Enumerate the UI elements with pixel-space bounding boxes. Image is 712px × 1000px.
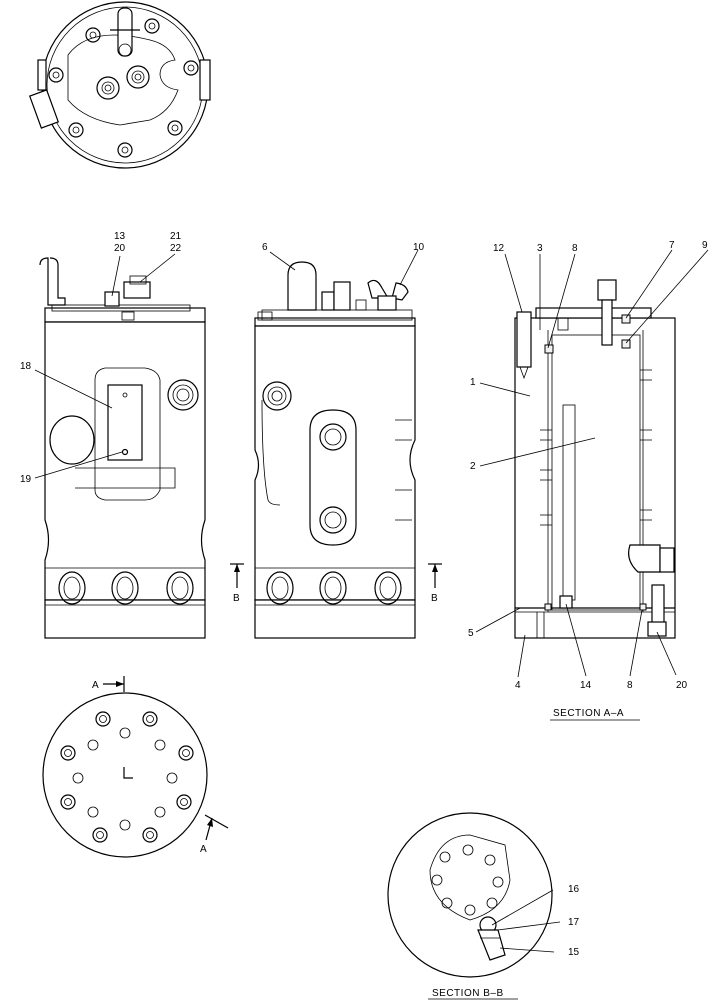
section-bb-view: [387, 812, 553, 978]
section-aa-view: [514, 279, 676, 639]
leader-lines: [34, 249, 709, 953]
label-2: 2: [470, 461, 476, 472]
label-20-top: 20: [114, 243, 126, 254]
label-17: 17: [568, 917, 580, 928]
label-22: 22: [170, 243, 182, 254]
label-9: 9: [702, 240, 708, 251]
label-12: 12: [493, 243, 505, 254]
label-8-bottom: 8: [627, 680, 633, 691]
label-20-bottom: 20: [676, 680, 688, 691]
section-mark-b-right: B: [431, 593, 438, 604]
section-mark-a-bottom: A: [200, 844, 207, 855]
label-6: 6: [262, 242, 268, 253]
part-number-labels: 13 20 21 22 18 19 6 10 12 3 8 7 9 1 2 5 …: [20, 231, 708, 958]
label-14: 14: [580, 680, 592, 691]
front-elevation-left: [39, 257, 206, 639]
top-view: [28, 1, 211, 169]
plan-view-bolt-holes: [60, 711, 194, 843]
plan-view-bolt-circle: [42, 676, 229, 858]
label-1: 1: [470, 377, 476, 388]
label-15: 15: [568, 947, 580, 958]
label-5: 5: [468, 628, 474, 639]
top-view-bolts: [48, 18, 199, 158]
label-4: 4: [515, 680, 521, 691]
label-13: 13: [114, 231, 126, 242]
section-captions: SECTION A–A SECTION B–B: [428, 708, 640, 1000]
caption-section-aa: SECTION A–A: [553, 708, 624, 719]
section-mark-a-top: A: [92, 680, 99, 691]
label-19: 19: [20, 474, 32, 485]
caption-section-bb: SECTION B–B: [432, 988, 504, 999]
section-markers: A A B B: [92, 593, 438, 855]
label-7: 7: [669, 240, 675, 251]
label-10: 10: [413, 242, 425, 253]
label-8-top: 8: [572, 243, 578, 254]
label-21: 21: [170, 231, 182, 242]
section-mark-b-left: B: [233, 593, 240, 604]
label-16: 16: [568, 884, 580, 895]
label-18: 18: [20, 361, 32, 372]
label-3: 3: [537, 243, 543, 254]
side-elevation-middle: [230, 261, 442, 639]
